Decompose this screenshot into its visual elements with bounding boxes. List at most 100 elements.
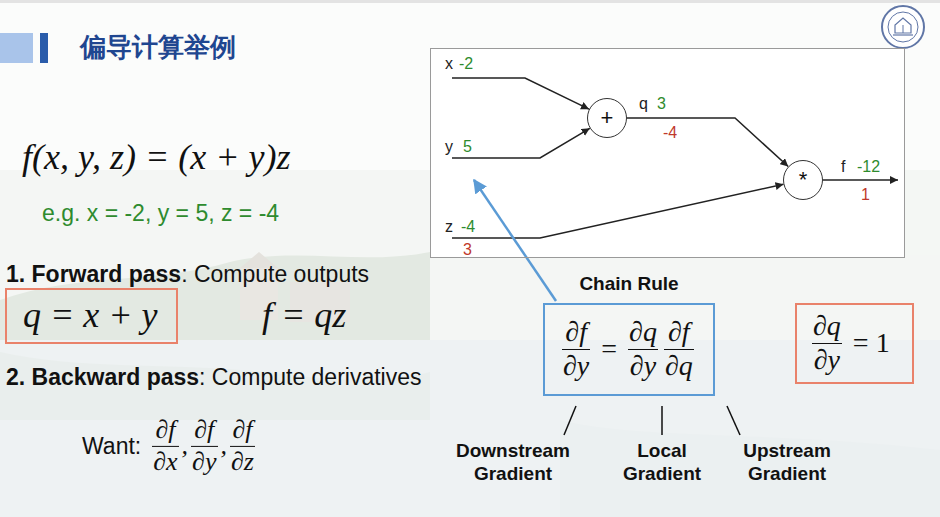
label-holder: -2	[459, 55, 473, 73]
fraction-bar	[562, 349, 590, 350]
formula-text: f = qz	[262, 295, 346, 336]
university-seal	[882, 6, 924, 48]
numerator: ∂f	[155, 416, 175, 445]
example-values: e.g. x = -2, y = 5, z = -4	[42, 200, 279, 226]
fraction-bar	[191, 446, 217, 447]
input-wire	[452, 128, 590, 158]
fraction-bar	[152, 446, 178, 447]
step-text: 1. Forward pass	[6, 261, 181, 287]
wire-name: y	[445, 138, 453, 155]
fraction-bar	[628, 349, 658, 350]
leader-line	[661, 406, 663, 435]
denominator: ∂y	[192, 448, 216, 477]
numerator: ∂q	[629, 317, 657, 348]
formula: ∂f∂y=∂q∂y∂f∂q	[559, 317, 697, 382]
label-holder: 3	[463, 241, 472, 259]
step-text: : Compute outputs	[181, 261, 369, 287]
denominator: ∂x	[153, 448, 177, 477]
slide-title: 偏导计算举例	[80, 32, 236, 62]
input-wire	[452, 78, 589, 109]
text-row: 2. Backward pass: Compute derivatives	[6, 364, 422, 390]
fraction: ∂f∂y	[563, 317, 589, 382]
heading-holder: Chain Rule	[579, 273, 678, 296]
formula-text: q = x + y	[23, 295, 158, 336]
formula-text: =	[601, 334, 617, 365]
label-holder: -4	[461, 218, 475, 236]
gradient-caption: Upstream Gradient	[731, 440, 843, 486]
leader-line	[564, 406, 576, 435]
wire-name: z	[445, 218, 453, 235]
title-holder: 偏导计算举例	[80, 32, 236, 63]
gradient-leaders	[564, 406, 740, 435]
operator-symbol: +	[601, 107, 614, 129]
gradient-caption: Local Gradient	[612, 440, 712, 486]
leader-line	[727, 406, 740, 435]
text-row: Want:∂f∂x,∂f∂y,∂f∂z	[82, 416, 258, 476]
formula: ∂q∂y = 1	[809, 311, 898, 376]
fraction: ∂f ∂x	[153, 416, 177, 476]
text-row: 1. Forward pass: Compute outputs	[6, 261, 369, 287]
fraction: ∂f∂q	[665, 317, 693, 382]
chain-rule-box: Chain Rule∂f∂y=∂q∂y∂f∂q	[543, 303, 715, 396]
forward-value: 5	[463, 138, 472, 155]
text-row: Local Gradient	[612, 440, 712, 486]
top-rule	[0, 0, 940, 3]
fraction: ∂f ∂y	[192, 416, 216, 476]
text-row: e.g. x = -2, y = 5, z = -4	[42, 200, 279, 226]
text-row: f = qz	[262, 295, 346, 336]
fraction: ∂q∂y	[629, 317, 657, 382]
formula-box: ∂q∂y = 1	[795, 303, 914, 384]
denominator: ∂y	[563, 351, 589, 382]
label-holder: z	[445, 218, 453, 236]
numerator: ∂f	[194, 416, 214, 445]
denominator: ∂q	[665, 351, 693, 382]
text-row: f(x, y, z) = (x + y)z	[22, 137, 291, 178]
label-holder: -12	[857, 158, 880, 176]
gradient-caption: Downstream Gradient	[451, 440, 576, 486]
fraction-bar	[812, 343, 842, 344]
pointer-arrow	[474, 180, 556, 301]
fraction: ∂f∂z	[231, 416, 254, 476]
function-definition: f(x, y, z) = (x + y)z	[22, 137, 291, 178]
graph-panel	[430, 48, 905, 258]
input-wire	[452, 184, 784, 238]
numerator: ∂f	[232, 416, 252, 445]
goal-text: ,	[221, 432, 228, 461]
multiply-node: *	[783, 160, 823, 200]
step-text: 2. Backward pass	[6, 364, 199, 390]
wire-name: x	[445, 55, 453, 72]
graph-frame: x-2y5z-43q3-4f-121+*	[430, 48, 905, 258]
fraction-bar	[664, 349, 694, 350]
gradient-value: -4	[663, 124, 677, 141]
numerator: ∂f	[565, 317, 587, 348]
denominator: ∂y	[630, 351, 656, 382]
fraction: ∂q∂y	[813, 311, 841, 376]
gradient-value: 1	[861, 186, 870, 203]
operator-symbol: *	[799, 169, 808, 191]
box-heading: Chain Rule	[579, 273, 678, 294]
forward-value: -4	[461, 218, 475, 235]
forward-value: 3	[657, 95, 666, 112]
wire-name: q	[639, 95, 648, 112]
formula-box: q = x + y	[5, 288, 178, 344]
title-marker	[0, 33, 33, 63]
forward-value: -2	[459, 55, 473, 72]
label-holder: f	[841, 158, 845, 176]
denominator: ∂y	[814, 345, 840, 376]
formula-text: = 1	[853, 328, 890, 359]
label-holder: x	[445, 55, 453, 73]
forward-value: -12	[857, 158, 880, 175]
add-node: +	[587, 98, 627, 138]
connector	[627, 118, 788, 167]
graph-wires	[452, 78, 898, 238]
numerator: ∂q	[813, 311, 841, 342]
wire-name: f	[841, 158, 845, 175]
formula: q = x + y	[23, 295, 158, 336]
gradient-value: 3	[463, 241, 472, 258]
text-row: Downstream Gradient	[451, 440, 576, 486]
numerator: ∂f	[668, 317, 690, 348]
goal-text: ,	[182, 432, 189, 461]
label-holder: 1	[861, 186, 870, 204]
output-wire	[823, 179, 898, 181]
